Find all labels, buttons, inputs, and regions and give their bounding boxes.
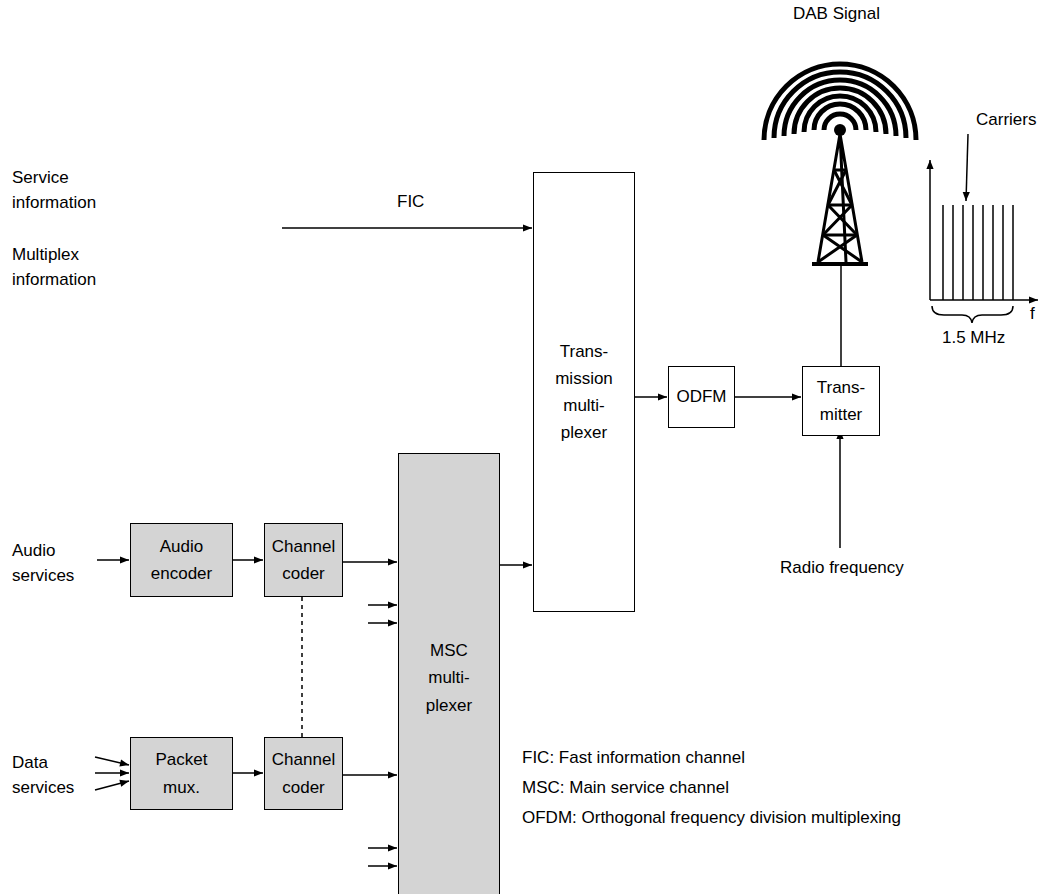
flow-arrow (343, 774, 397, 776)
box-label: Channel coder (272, 746, 335, 800)
carrier-lines (943, 205, 1013, 300)
flow-arrow (343, 561, 397, 563)
data-input-arrow (95, 772, 129, 774)
wave-arc (764, 64, 916, 140)
box-label: Audio encoder (151, 533, 212, 587)
msc-input-arrow (368, 604, 397, 606)
radio-waves (764, 64, 916, 140)
box-label: Channel coder (272, 533, 335, 587)
msc-input-arrow (368, 865, 397, 867)
annotation-text: 1.5 MHz (942, 326, 1005, 351)
flow-arrow (735, 396, 801, 398)
annotation-text: f (1030, 302, 1035, 327)
annotation-text: DAB Signal (793, 2, 880, 27)
antenna-tip (834, 124, 846, 136)
box-label: Trans- mitter (817, 374, 866, 428)
process-box: Trans- mission multi- plexer (533, 172, 635, 612)
process-box: Channel coder (264, 523, 343, 597)
bandwidth-brace (932, 306, 1013, 323)
link-line (301, 597, 303, 737)
annotation-text: MSC: Main service channel (522, 776, 729, 801)
annotation-text: Multiplex information (12, 243, 96, 292)
tower-base (812, 262, 868, 266)
msc-input-arrow (368, 847, 397, 849)
box-label: Packet mux. (156, 746, 208, 800)
axis-frequency (930, 299, 1038, 301)
process-box: ODFM (668, 366, 735, 428)
flow-arrow (233, 559, 263, 561)
annotation-text: OFDM: Orthogonal frequency division mult… (522, 806, 901, 831)
antenna-tower (812, 134, 868, 264)
process-box: MSC multi- plexer (398, 453, 500, 894)
spectrum-plot (930, 134, 1038, 323)
annotation-text: FIC (397, 190, 424, 215)
annotation-text: Audio services (12, 539, 74, 588)
axis-vertical (929, 160, 931, 300)
annotation-text: Service information (12, 166, 96, 215)
data-input-arrow (95, 757, 129, 765)
tower-legs (818, 134, 862, 262)
flow-arrow (500, 564, 532, 566)
annotation-text: Radio frequency (780, 556, 904, 581)
process-box: Trans- mitter (802, 366, 880, 436)
box-label: MSC multi- plexer (426, 637, 472, 719)
annotation-text: Data services (12, 751, 74, 800)
fic-arrow (282, 227, 532, 229)
box-label: Trans- mission multi- plexer (555, 338, 613, 447)
msc-input-arrow (368, 622, 397, 624)
flow-arrow (635, 396, 667, 398)
flow-arrow (233, 772, 263, 774)
process-box: Packet mux. (130, 737, 233, 810)
data-input-arrow (95, 781, 129, 790)
rf-arrow (839, 430, 841, 548)
annotation-text: Carriers (976, 108, 1036, 133)
process-box: Audio encoder (130, 523, 233, 597)
annotation-text: FIC: Fast information channel (522, 746, 745, 771)
carriers-pointer (966, 134, 968, 201)
feed-line (840, 266, 842, 366)
tower-bracing (818, 170, 862, 262)
wave-arc (784, 80, 896, 136)
box-label: ODFM (676, 383, 726, 410)
audio-input-arrow (97, 559, 129, 561)
process-box: Channel coder (264, 737, 343, 810)
